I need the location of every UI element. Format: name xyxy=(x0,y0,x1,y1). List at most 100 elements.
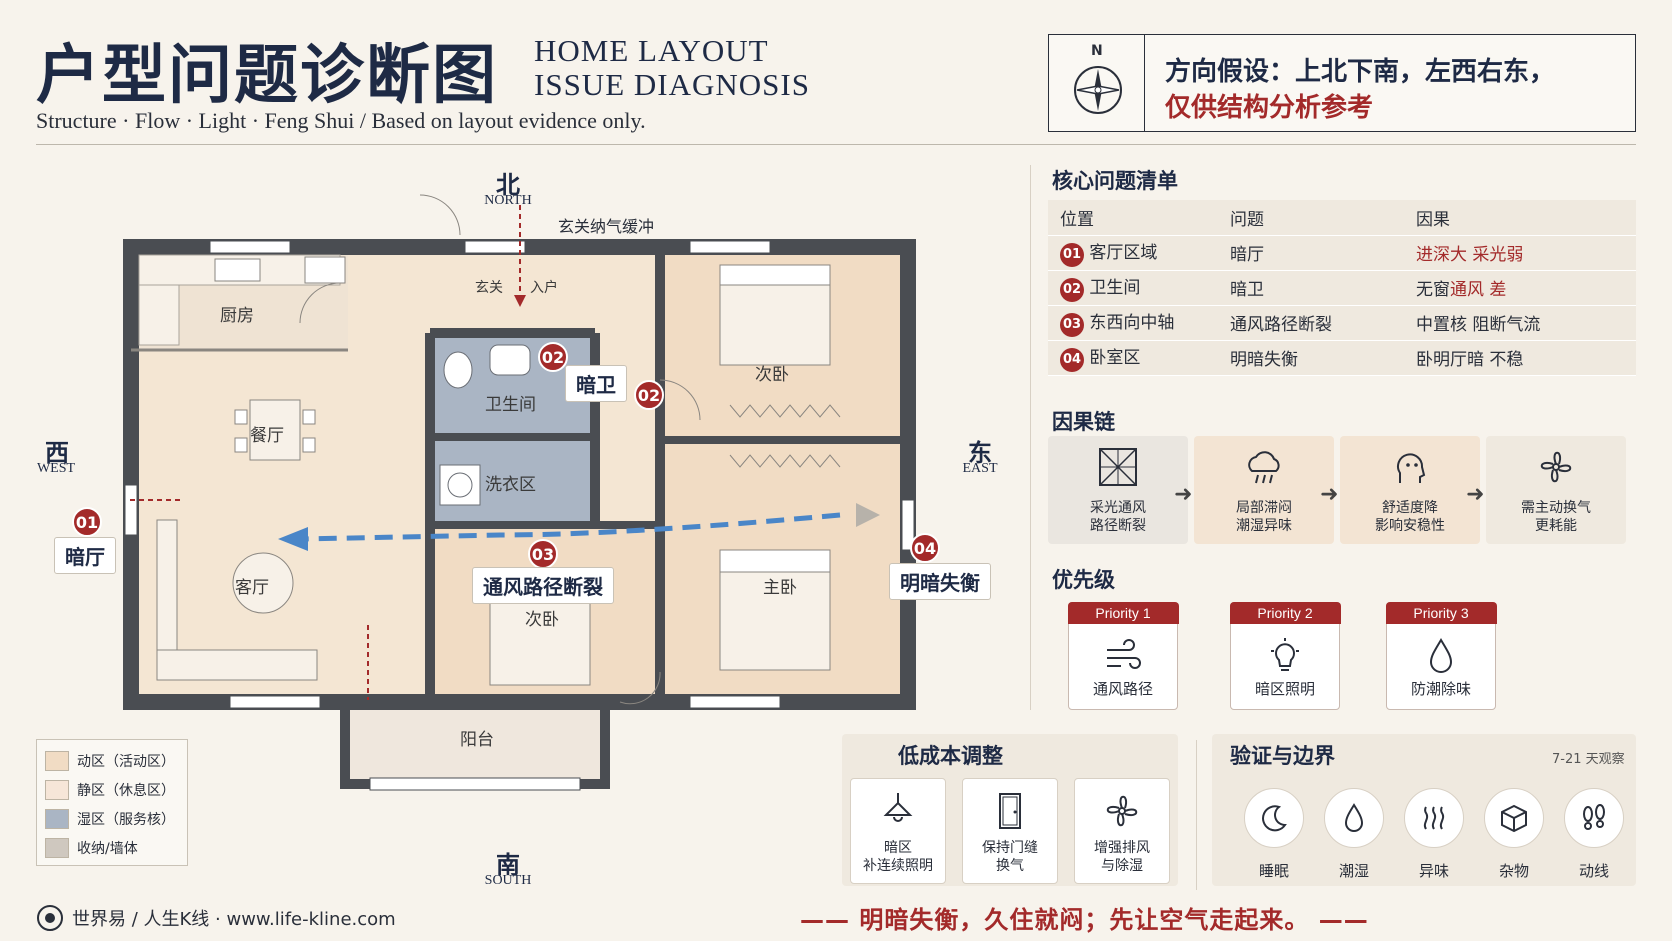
row-cause-plain: 无窗 xyxy=(1416,280,1450,300)
moon-icon xyxy=(1262,805,1287,832)
causal-chain: 采光通风 路径断裂 ➜ 局部滞闷 潮湿异味 ➜ 舒适度降 影响安稳性 ➜ 需 xyxy=(1048,436,1628,544)
row-location: 卧室区 xyxy=(1089,348,1141,369)
verify-label: 动线 xyxy=(1578,862,1609,880)
door-icon xyxy=(999,793,1021,829)
verify-title: 验证与边界 xyxy=(1230,744,1335,768)
verify-label: 睡眠 xyxy=(1258,862,1289,880)
chain-step-line2: 潮湿异味 xyxy=(1236,518,1292,534)
table-row: 02 卫生间 暗卫 无窗通风 差 xyxy=(1048,270,1636,306)
legend-item: 湿区（服务核） xyxy=(45,804,179,833)
verify-item: 潮湿 xyxy=(1324,788,1384,881)
page-subtitle: Structure · Flow · Light · Feng Shui / B… xyxy=(36,108,646,133)
room-master-bedroom: 主卧 xyxy=(763,578,797,598)
bulb-icon xyxy=(1271,637,1299,671)
tag-ventilation-break: 通风路径断裂 xyxy=(472,567,614,604)
fan-icon xyxy=(1540,451,1572,483)
box-icon xyxy=(1501,804,1527,833)
room-living: 客厅 xyxy=(235,578,269,598)
column-divider xyxy=(1030,165,1031,710)
compass-block: N xyxy=(1049,35,1145,131)
lamp-icon xyxy=(883,793,913,822)
issues-header-location: 位置 xyxy=(1048,200,1218,236)
verify-label: 异味 xyxy=(1418,862,1449,880)
north-label-en: NORTH xyxy=(484,193,532,208)
room-bedroom-south: 次卧 xyxy=(525,610,559,630)
west-label: 西 xyxy=(45,439,69,467)
room-entry-a: 玄关 xyxy=(475,280,503,296)
lowcost-title: 低成本调整 xyxy=(898,744,1003,768)
lowcost-line2: 与除湿 xyxy=(1101,858,1143,874)
verify-icon-circle xyxy=(1404,788,1464,848)
marker-04: 04 xyxy=(910,533,940,563)
north-label: 北 xyxy=(496,171,520,199)
chain-step: 局部滞闷 潮湿异味 xyxy=(1194,436,1334,544)
compass-n-label: N xyxy=(1091,43,1103,59)
issues-header-cause: 因果 xyxy=(1404,200,1636,236)
footer-slogan: —— 明暗失衡，久住就闷；先让空气走起来。 —— xyxy=(800,906,1369,934)
verify-item: 睡眠 xyxy=(1244,788,1304,881)
east-label-en: EAST xyxy=(962,461,998,476)
compass-icon xyxy=(1074,66,1122,114)
legend-item: 动区（活动区） xyxy=(45,746,179,775)
priority-head: Priority 1 xyxy=(1067,601,1179,624)
row-problem: 暗厅 xyxy=(1218,235,1404,271)
table-row: 03 东西向中轴 通风路径断裂 中置核 阻断气流 xyxy=(1048,305,1636,341)
verify-icon-circle xyxy=(1564,788,1624,848)
floor-plan: 北 NORTH 南 SOUTH 西 WEST 东 EAST 玄关纳气缓冲 厨房 … xyxy=(20,155,1030,890)
row-problem: 明暗失衡 xyxy=(1218,340,1404,376)
brand-logo-icon xyxy=(37,905,63,931)
row-location: 客厅区域 xyxy=(1089,243,1158,264)
title-en-line1: HOME LAYOUT xyxy=(534,33,769,68)
chain-step: 需主动换气 更耗能 xyxy=(1486,436,1626,544)
footer-brand: 世界易 / 人生K线 · www.life-kline.com xyxy=(36,904,396,932)
bottom-divider xyxy=(1196,740,1197,890)
lowcost-card: 保持门缝 换气 xyxy=(962,778,1058,884)
chain-step-line2: 路径断裂 xyxy=(1090,518,1146,534)
chain-step-line1: 需主动换气 xyxy=(1521,500,1591,516)
priority-card: Priority 1 通风路径 xyxy=(1067,601,1179,710)
tag-dark-living: 暗厅 xyxy=(54,537,116,574)
wind-icon xyxy=(1107,638,1141,669)
lowcost-line1: 增强排风 xyxy=(1094,840,1150,856)
page-title: 户型问题诊断图 xyxy=(36,38,498,113)
head-icon xyxy=(1397,453,1426,483)
marker-02-b: 02 xyxy=(634,380,664,410)
direction-text-line2: 仅供结构分析参考 xyxy=(1165,93,1374,123)
room-bedroom-north: 次卧 xyxy=(755,365,789,385)
legend-swatch xyxy=(45,837,69,858)
footprint-icon xyxy=(1583,804,1605,830)
direction-text-line1: 方向假设：上北下南，左西右东， xyxy=(1165,57,1556,87)
priority-label: 暗区照明 xyxy=(1254,680,1315,698)
marker-03: 03 xyxy=(528,539,558,569)
row-cause: 卧明厅暗 不稳 xyxy=(1404,340,1636,376)
lowcost-line1: 保持门缝 xyxy=(982,840,1038,856)
legend-label: 湿区（服务核） xyxy=(77,811,175,828)
room-bathroom: 卫生间 xyxy=(485,395,536,415)
verify-note: 7-21 天观察 xyxy=(1552,752,1625,767)
issues-title: 核心问题清单 xyxy=(1052,169,1178,193)
west-label-en: WEST xyxy=(36,461,76,476)
lowcost-label: 暗区 补连续照明 xyxy=(851,839,945,875)
priority-title: 优先级 xyxy=(1052,568,1115,592)
verify-item: 杂物 xyxy=(1484,788,1544,881)
lowcost-line2: 换气 xyxy=(996,858,1024,874)
issues-header-row: 位置 问题 因果 xyxy=(1048,200,1636,236)
chain-title: 因果链 xyxy=(1052,410,1115,434)
legend-swatch xyxy=(45,750,69,771)
row-location: 东西向中轴 xyxy=(1089,313,1175,334)
priority-head: Priority 3 xyxy=(1385,601,1497,624)
lowcost-label: 增强排风 与除湿 xyxy=(1075,839,1169,875)
zone-legend: 动区（活动区） 静区（休息区） 湿区（服务核） 收纳/墙体 xyxy=(36,739,188,866)
row-number-badge: 02 xyxy=(1060,277,1084,302)
row-number-badge: 04 xyxy=(1060,347,1084,372)
tag-dark-bathroom: 暗卫 xyxy=(565,365,627,402)
verify-label: 杂物 xyxy=(1498,862,1529,880)
header-divider xyxy=(36,144,1636,145)
drop-icon xyxy=(1429,637,1453,673)
fan-icon xyxy=(1106,795,1138,827)
tag-light-imbalance: 明暗失衡 xyxy=(889,563,991,600)
east-label: 东 xyxy=(968,439,992,467)
verify-label: 潮湿 xyxy=(1338,862,1369,880)
priority-head: Priority 2 xyxy=(1229,601,1341,624)
chain-arrow-icon: ➜ xyxy=(1174,482,1193,507)
